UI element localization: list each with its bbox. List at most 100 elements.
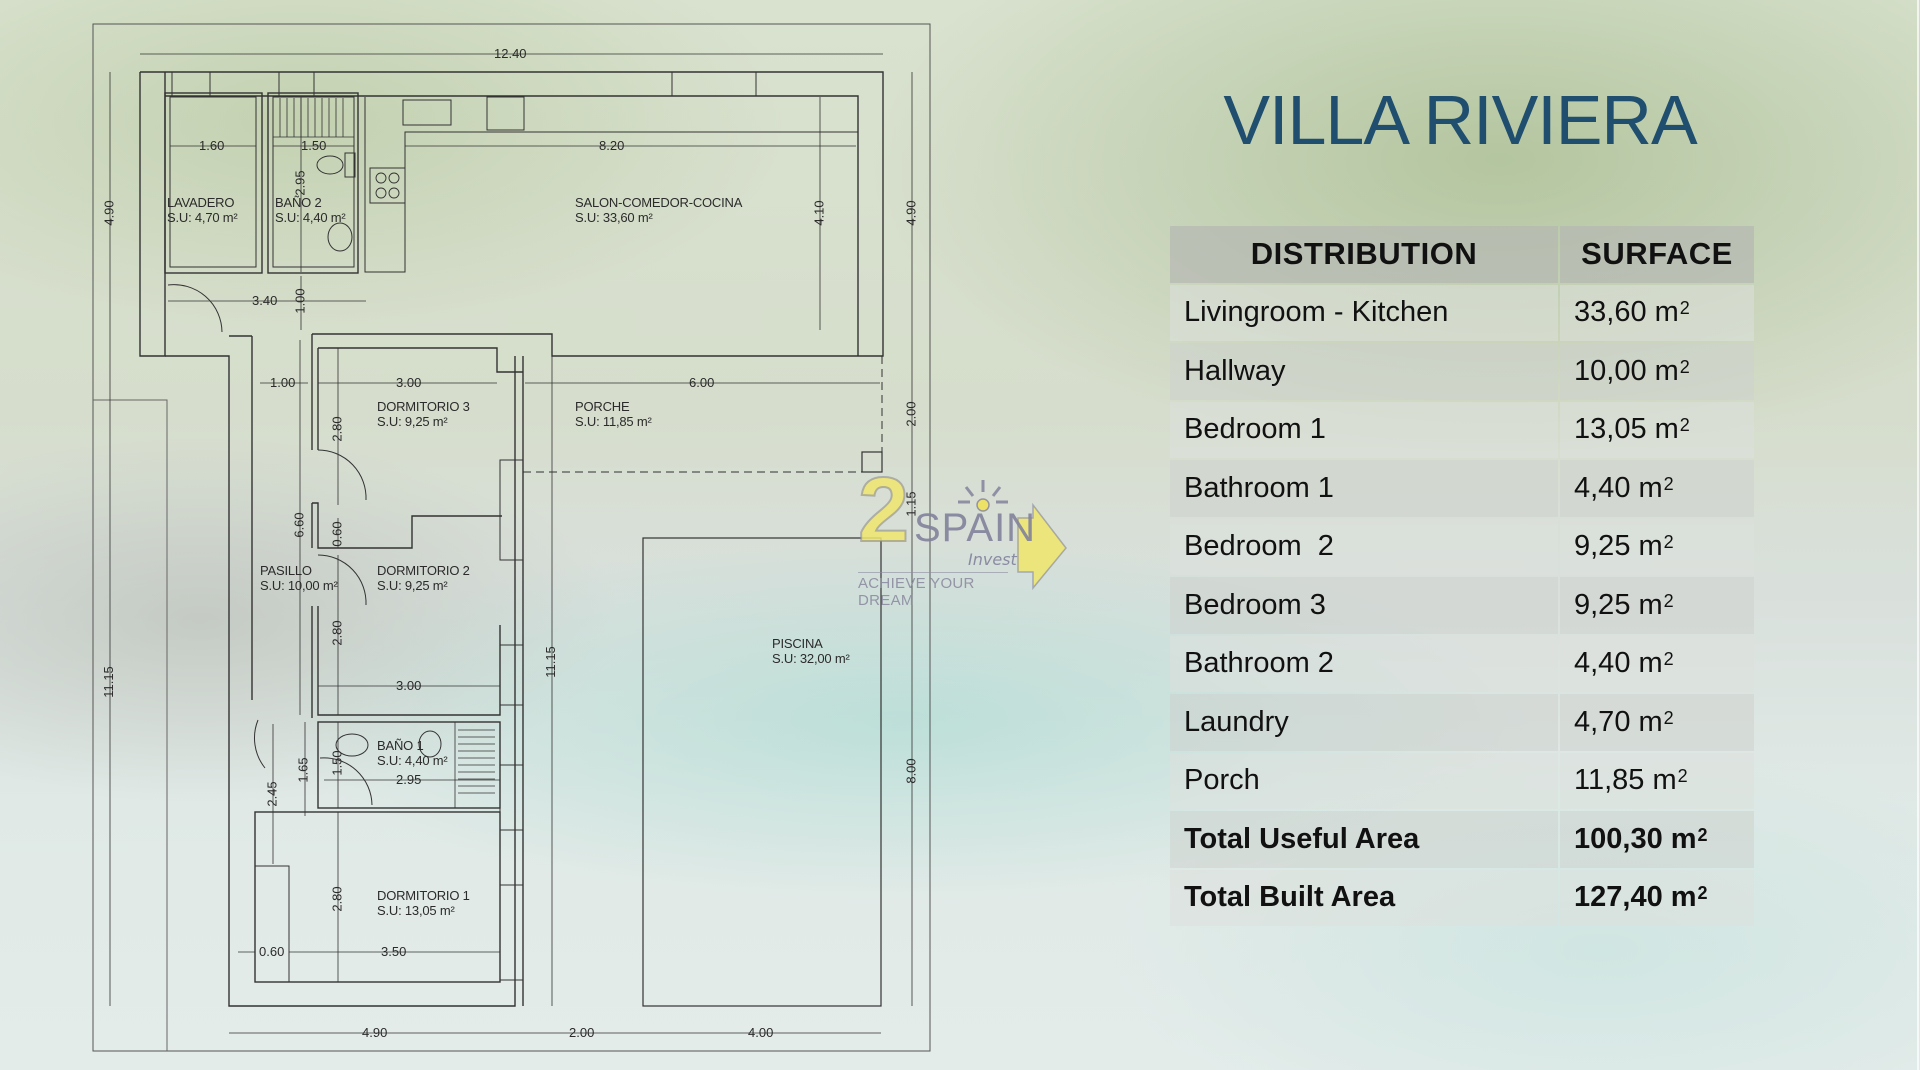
row-name: Bedroom 1 [1170, 401, 1558, 458]
room-pasillo: PASILLO S.U: 10,00 m² [260, 563, 338, 593]
dimension-label: 11.15 [542, 646, 558, 678]
row-name: Laundry [1170, 694, 1558, 751]
logo-sub: Invest [968, 550, 1017, 569]
dimension-label: 2.00 [903, 401, 919, 427]
dimension-label: 8.00 [903, 758, 919, 784]
room-area: S.U: 9,25 m² [377, 578, 448, 593]
dimension-label: 4.10 [811, 200, 827, 226]
dimension-label: 2.80 [329, 620, 345, 646]
room-area: S.U: 32,00 m² [772, 651, 850, 666]
room-name: SALON-COMEDOR-COCINA [575, 195, 743, 210]
room-area: S.U: 10,00 m² [260, 578, 338, 593]
room-name: DORMITORIO 3 [377, 399, 470, 414]
dimension-label: 2.80 [329, 416, 345, 442]
room-lavadero: LAVADERO S.U: 4,70 m² [167, 195, 238, 225]
room-porche: PORCHE S.U: 11,85 m² [575, 399, 652, 429]
dimension-label: 1.50 [329, 750, 345, 776]
logo-number: 2 [857, 459, 910, 561]
dimension-label: 8.20 [599, 138, 625, 153]
dimension-label: 1.50 [301, 138, 327, 153]
dimension-label: 3.50 [381, 944, 407, 959]
dimension-label: 1.60 [199, 138, 225, 153]
dimension-label: 0.60 [329, 521, 345, 547]
dimension-label: 4.00 [748, 1025, 774, 1040]
row-name: Porch [1170, 752, 1558, 809]
row-name: Bathroom 1 [1170, 460, 1558, 517]
room-name: PORCHE [575, 399, 630, 414]
total-built-label: Total Built Area [1170, 869, 1558, 926]
room-name: BAÑO 2 [275, 195, 322, 210]
dimension-label: 2.00 [569, 1025, 595, 1040]
room-bano-2: BAÑO 2 S.U: 4,40 m² [275, 195, 346, 225]
floor-plan-drawing [92, 23, 931, 1052]
dimension-label: 4.90 [903, 200, 919, 226]
room-name: BAÑO 1 [377, 738, 424, 753]
room-area: S.U: 4,40 m² [377, 753, 448, 768]
dimension-label: 6.60 [291, 512, 307, 538]
header-surface: SURFACE [1560, 226, 1754, 283]
dimension-label: 3.00 [396, 678, 422, 693]
room-area: S.U: 4,70 m² [167, 210, 238, 225]
dimension-label: 1.00 [292, 288, 308, 314]
dimension-label: 2.45 [264, 781, 280, 807]
header-distribution: DISTRIBUTION [1170, 226, 1558, 283]
room-name: PASILLO [260, 563, 312, 578]
room-name: DORMITORIO 1 [377, 888, 470, 903]
dimension-label: 1.00 [270, 375, 296, 390]
page-title: VILLA RIVIERA [1223, 81, 1697, 159]
dimension-label: 4.90 [101, 200, 117, 226]
row-name: Bedroom 3 [1170, 577, 1558, 634]
room-area: S.U: 9,25 m² [377, 414, 448, 429]
row-name: Livingroom - Kitchen [1170, 284, 1558, 341]
room-dormitorio-2: DORMITORIO 2 S.U: 9,25 m² [377, 563, 470, 593]
row-name: Hallway [1170, 343, 1558, 400]
room-name: LAVADERO [167, 195, 235, 210]
floor-plan: LAVADERO S.U: 4,70 m² BAÑO 2 S.U: 4,40 m… [92, 23, 931, 1052]
dimension-label: 11.15 [100, 666, 116, 698]
room-piscina: PISCINA S.U: 32,00 m² [772, 636, 850, 666]
dimension-label: 0.60 [259, 944, 285, 959]
logo-tagline: ACHIEVE YOUR DREAM [858, 572, 1008, 609]
dimension-label: 2.95 [396, 772, 422, 787]
sun-arrow-icon [958, 480, 1067, 591]
room-area: S.U: 4,40 m² [275, 210, 346, 225]
dimension-label: 12.40 [494, 46, 527, 61]
room-name: DORMITORIO 2 [377, 563, 470, 578]
dimension-label: 3.40 [252, 293, 278, 308]
room-area: S.U: 11,85 m² [575, 414, 652, 429]
page-edge-divider [1917, 0, 1919, 1070]
room-name: PISCINA [772, 636, 823, 651]
room-salon-comedor-cocina: SALON-COMEDOR-COCINA S.U: 33,60 m² [575, 195, 742, 225]
distribution-table: DISTRIBUTION SURFACE Livingroom - Kitche… [1170, 226, 1754, 928]
logo-brand: SPAIN [914, 506, 1037, 550]
dimension-label: 1.65 [295, 757, 311, 783]
room-area: S.U: 13,05 m² [377, 903, 455, 918]
table-header: DISTRIBUTION SURFACE [1170, 226, 1754, 283]
room-dormitorio-3: DORMITORIO 3 S.U: 9,25 m² [377, 399, 470, 429]
dimension-label: 6.00 [689, 375, 715, 390]
row-name: Bathroom 2 [1170, 635, 1558, 692]
room-area: S.U: 33,60 m² [575, 210, 653, 225]
room-dormitorio-1: DORMITORIO 1 S.U: 13,05 m² [377, 888, 470, 918]
company-logo: 2 SPAIN Invest ACHIEVE YOUR DREAM [857, 463, 1068, 609]
